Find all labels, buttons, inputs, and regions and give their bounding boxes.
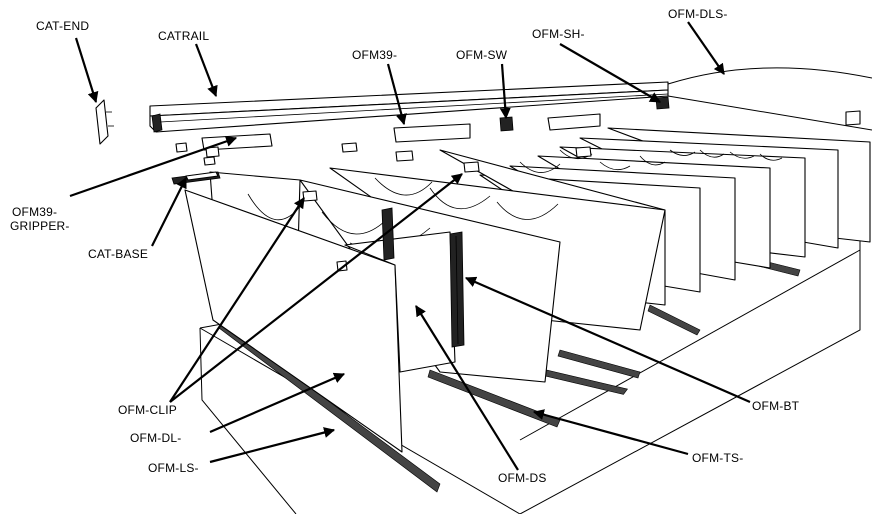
ofm-dls-dome	[667, 67, 872, 131]
label-ofm-ls: OFM-LS-	[148, 461, 199, 475]
catrail	[149, 81, 669, 133]
label-ofm39-gripper-line2: GRIPPER-	[10, 219, 70, 233]
label-cat-base: CAT-BASE	[88, 247, 148, 261]
label-catrail: CATRAIL	[158, 29, 209, 43]
leader-arrows	[69, 21, 751, 471]
cat-end	[95, 99, 114, 145]
label-ofm-bt: OFM-BT	[752, 399, 800, 413]
label-ofm39: OFM39-	[352, 48, 397, 62]
label-ofm-dls: OFM-DLS-	[668, 7, 728, 21]
label-ofm39-gripper-line1: OFM39-	[12, 205, 57, 219]
label-cat-end: CAT-END	[36, 19, 89, 33]
label-ofm-dl: OFM-DL-	[130, 431, 181, 445]
label-ofm-clip: OFM-CLIP	[118, 403, 177, 417]
ofm-bt-bracket	[381, 207, 465, 348]
label-ofm-ds: OFM-DS	[498, 471, 547, 485]
label-ofm-sh: OFM-SH-	[532, 27, 585, 41]
label-ofm-ts: OFM-TS-	[692, 451, 743, 465]
label-ofm-sw: OFM-SW	[456, 48, 508, 62]
ofm-dl-front-plate	[184, 189, 456, 453]
